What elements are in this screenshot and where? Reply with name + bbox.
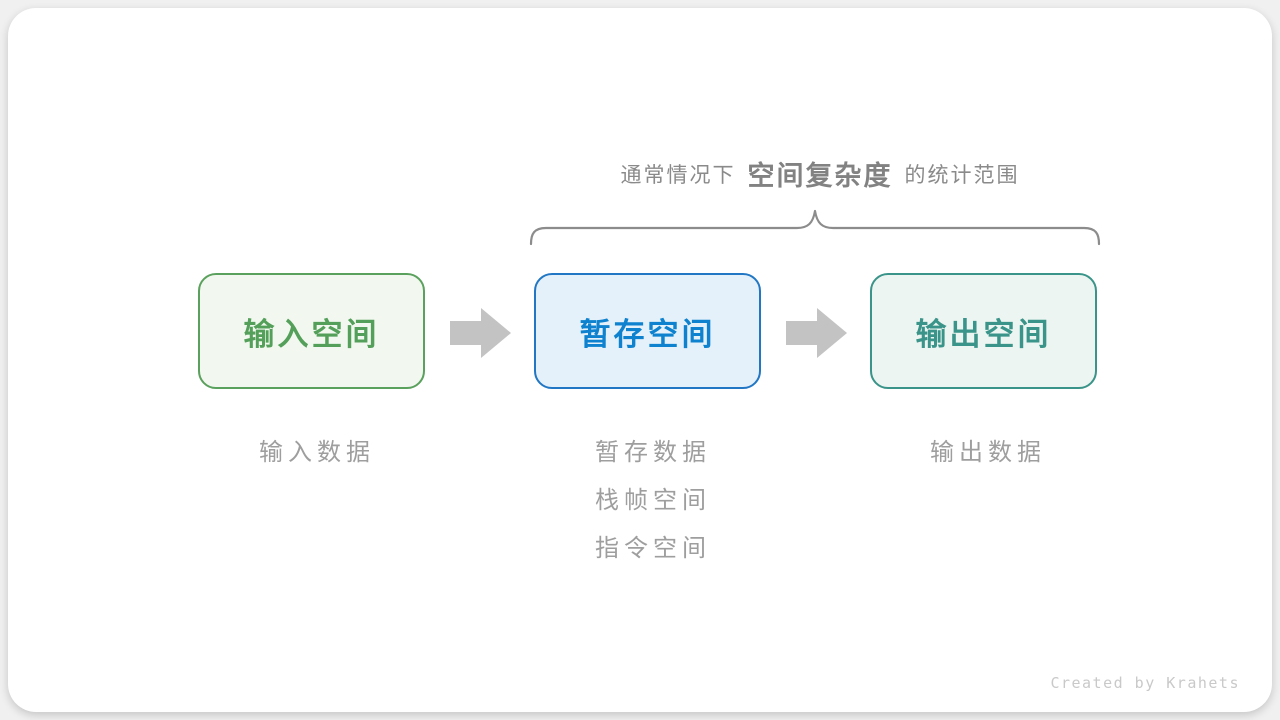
input-data-note: 输入数据 — [259, 439, 375, 466]
stack-frame-note: 栈帧空间 — [595, 487, 711, 514]
credit-text: Created by Krahets — [1050, 674, 1240, 692]
output-space-box: 输出空间 — [870, 273, 1097, 389]
input-space-box: 输入空间 — [198, 273, 425, 389]
curly-brace — [529, 209, 1101, 246]
output-data-note: 输出数据 — [930, 439, 1046, 466]
diagram-title: 通常情况下 空间复杂度 的统计范围 — [621, 154, 1020, 193]
temp-space-label: 暂存空间 — [579, 316, 716, 352]
arrow-right-icon — [786, 308, 847, 358]
instruction-space-note: 指令空间 — [595, 535, 711, 562]
arrow-right-icon — [450, 308, 511, 358]
title-highlight: 空间复杂度 — [747, 161, 893, 191]
diagram-card: 通常情况下 空间复杂度 的统计范围 输入空间 暂存空间 输出空间 输入数据 暂存… — [8, 8, 1272, 712]
temp-space-box: 暂存空间 — [534, 273, 761, 389]
output-space-label: 输出空间 — [915, 316, 1052, 352]
input-space-label: 输入空间 — [243, 316, 380, 352]
title-prefix: 通常情况下 — [620, 163, 736, 187]
temp-data-note: 暂存数据 — [595, 439, 711, 466]
title-suffix: 的统计范围 — [904, 163, 1020, 187]
